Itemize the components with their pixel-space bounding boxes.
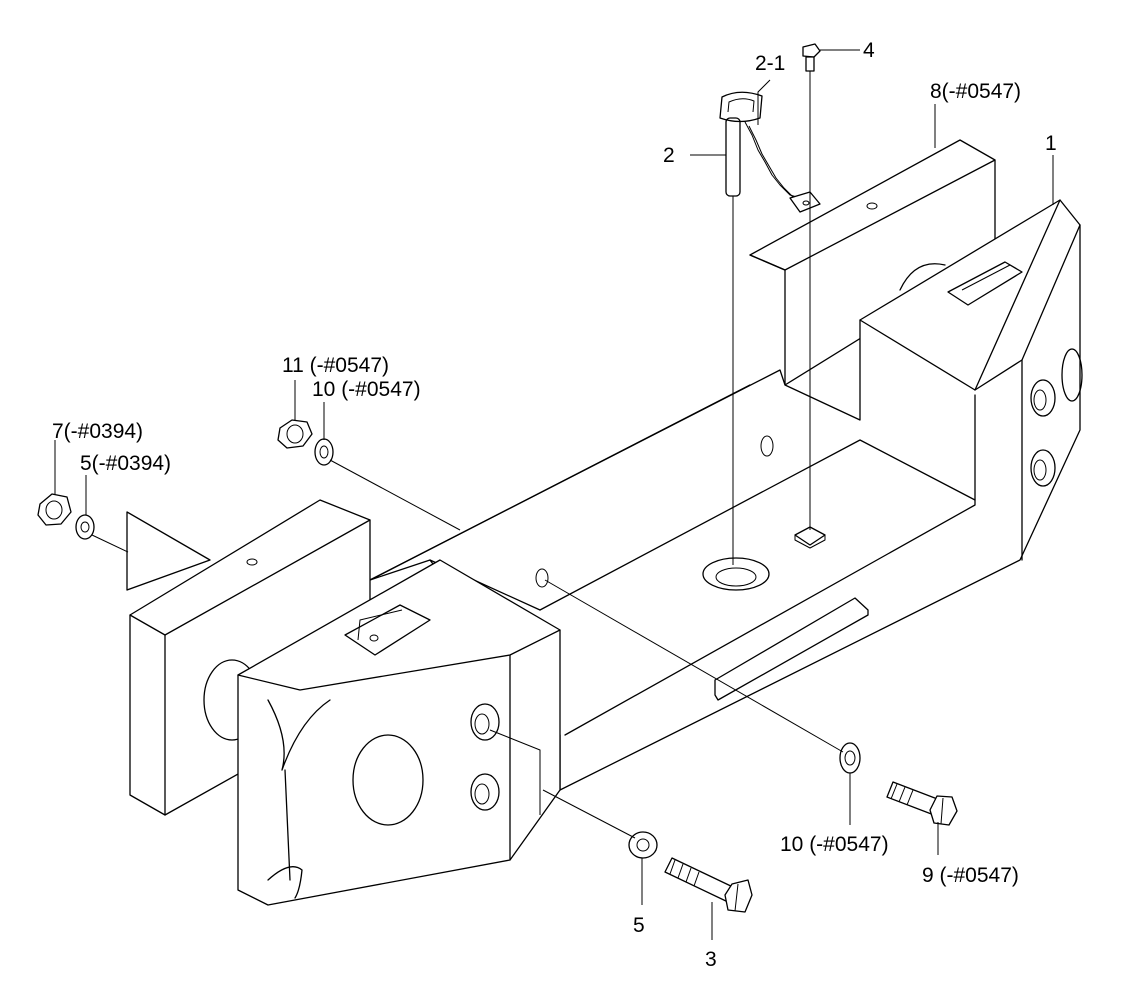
part-labels: 4 2-1 8(-#0547) 1 2 11 (-#0547) 10 (-#05… <box>52 39 1057 971</box>
label-part-11: 11 (-#0547) <box>282 354 389 377</box>
front-block <box>237 559 561 906</box>
label-part-5-bottom: 5 <box>633 914 645 937</box>
label-part-7: 7(-#0394) <box>52 420 143 443</box>
label-part-3: 3 <box>705 948 717 971</box>
washer-part-10-right <box>544 579 861 774</box>
washer-part-5-left <box>75 514 129 553</box>
label-part-10-right: 10 (-#0547) <box>780 833 889 856</box>
label-part-5-left: 5(-#0394) <box>80 452 171 475</box>
label-part-8: 8(-#0547) <box>930 80 1021 103</box>
washer-part-5-bottom <box>542 789 658 859</box>
label-part-9: 9 (-#0547) <box>922 864 1019 887</box>
nut-part-7 <box>37 493 72 526</box>
nut-part-11 <box>277 419 313 449</box>
bolt-part-4 <box>802 43 860 530</box>
label-part-2: 2 <box>663 144 675 167</box>
pin-with-chain <box>719 91 821 565</box>
label-part-2-1: 2-1 <box>755 52 785 75</box>
label-part-4: 4 <box>863 39 875 62</box>
leader-lines <box>54 79 1054 940</box>
bolt-part-9 <box>886 781 958 826</box>
label-part-10-top: 10 (-#0547) <box>312 378 421 401</box>
bolt-part-3 <box>664 857 753 913</box>
label-part-1: 1 <box>1045 132 1057 155</box>
washer-part-10-top <box>314 438 461 531</box>
